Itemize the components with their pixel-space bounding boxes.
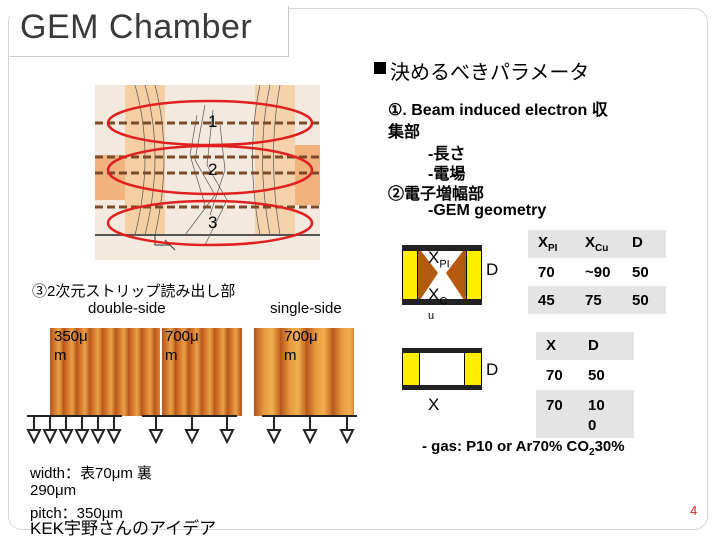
label-xpi-main: X [428, 248, 440, 267]
label-xpi-sub: PI [439, 258, 450, 271]
readout-electronics-svg [26, 415, 357, 445]
pitch-700s-label-a: 700μ [284, 328, 318, 345]
gem-hole-svg-1 [401, 244, 483, 306]
label-xc: XC [428, 285, 447, 307]
pitch-700-label-b: m [165, 347, 178, 364]
gas-text: - gas: P10 or Ar70% CO [422, 438, 589, 455]
param-item2: ②電子増幅部 [388, 186, 485, 203]
label-xpi: XPI [428, 248, 450, 270]
ellipse-2 [106, 144, 314, 196]
table1-header-xcu: XCu [585, 234, 608, 254]
note-line3: pitch：350μm [30, 505, 123, 522]
table2-r2-c1: 70 [546, 397, 563, 414]
table1-header-xpi-main: X [538, 234, 549, 251]
label-xc-sub: C [439, 295, 448, 308]
table2-row2-bg [536, 390, 634, 438]
label-d-1: D [486, 260, 499, 279]
param-item1-line1: ①. Beam induced electron 収 [388, 102, 608, 119]
readout-double-side: double-side [88, 300, 166, 317]
gas-sub: 2 [589, 447, 595, 458]
params-heading: 決めるべきパラメータ [390, 62, 590, 84]
param-item1-line2: 集部 [388, 124, 421, 141]
note-line2: 290μm [30, 482, 77, 499]
pitch-700s-label-b: m [284, 347, 297, 364]
table2-r1-c2: 50 [588, 367, 605, 384]
table1-r1-c3: 50 [632, 264, 649, 281]
table1-header-xcu-main: X [585, 234, 596, 251]
page-number: 4 [690, 503, 698, 518]
note-line1: width：表70μm 裏 [30, 465, 153, 482]
label-x-2: X [428, 395, 440, 414]
table2-header-d: D [588, 337, 599, 354]
table1-r1-c1: 70 [538, 264, 555, 281]
table2-r1-c1: 70 [546, 367, 563, 384]
note-line4: KEK宇野さんのアイデア [30, 519, 217, 538]
title-box [10, 6, 289, 57]
ellipse-label-1: 1 [208, 112, 218, 131]
param-item1-sub2: -電場 [428, 166, 466, 183]
ellipse-label-3: 3 [208, 213, 218, 232]
gas-line: - gas: P10 or Ar70% CO230% [422, 438, 625, 458]
table2-r2-c2: 10 [588, 397, 605, 414]
table2-header-bg [536, 332, 634, 360]
gas-tail: 30% [594, 438, 625, 455]
label-u: u [428, 310, 435, 322]
strip-image-350 [50, 328, 160, 416]
table1-header-xpi-sub: PI [548, 243, 558, 254]
table1-r2-c3: 50 [632, 292, 649, 309]
table1-header-d: D [632, 234, 643, 251]
param-item2-sub: -GEM geometry [428, 202, 547, 219]
slide-title: GEM Chamber [20, 8, 253, 46]
highlight-ellipses [106, 99, 314, 247]
label-xc-main: X [428, 285, 440, 304]
gem-field-svg [95, 84, 320, 260]
table1-row2-bg [528, 286, 666, 314]
readout-heading: ③2次元ストリップ読み出し部 [32, 283, 236, 300]
table1-r1-c2: ~90 [585, 264, 611, 281]
label-d-2: D [486, 360, 499, 379]
gem-field-diagram [95, 84, 320, 260]
pitch-350-label-b: m [54, 347, 67, 364]
gem-geometry-diagram-1 [401, 244, 483, 306]
param-item1-sub1: -長さ [428, 146, 466, 163]
pitch-350-label-a: 350μ [54, 328, 88, 345]
table1-header-xpi: XPI [538, 234, 557, 254]
table1-r2-c1: 45 [538, 292, 555, 309]
square-bullet-icon [374, 62, 386, 74]
table2-r2-extra: 0 [588, 417, 597, 434]
pitch-700-label-a: 700μ [165, 328, 199, 345]
table2-header-x: X [546, 337, 557, 354]
gem-hole-svg-2 [401, 347, 483, 391]
gem-geometry-diagram-2 [401, 347, 483, 391]
ellipse-3 [106, 199, 314, 247]
table1-header-bg [528, 230, 666, 258]
strip-image-700-double [162, 328, 242, 416]
table1-r2-c2: 75 [585, 292, 602, 309]
slide-frame [8, 8, 708, 530]
strip-image-700-single [254, 328, 354, 416]
readout-single-side: single-side [270, 300, 342, 317]
amp-group-double [26, 416, 122, 445]
ellipse-label-2: 2 [208, 160, 218, 179]
table1-header-xcu-sub: Cu [595, 243, 609, 254]
